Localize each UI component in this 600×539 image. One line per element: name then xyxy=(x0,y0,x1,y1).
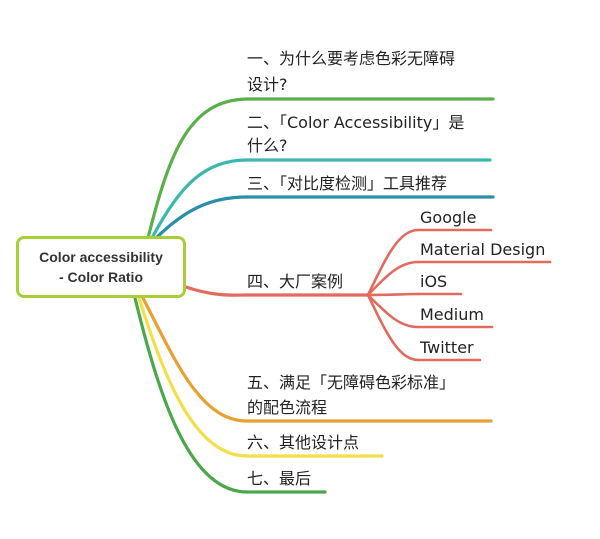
branch-connector-6 xyxy=(137,296,249,458)
sub-topic-material-design[interactable]: Material Design xyxy=(420,240,546,259)
central-topic-line-1: Color accessibility xyxy=(39,249,163,265)
sub-connector-twitter xyxy=(366,293,420,362)
branch-connector-2 xyxy=(150,158,249,240)
sub-connector-google xyxy=(366,228,420,297)
branch-connector-4 xyxy=(184,285,249,297)
sub-topic-ios[interactable]: iOS xyxy=(420,272,448,291)
branch-6-label[interactable]: 六、其他设计点 xyxy=(247,433,360,452)
branch-2-label-line-2[interactable]: 什么? xyxy=(247,136,288,155)
sub-topic-google[interactable]: Google xyxy=(420,208,477,227)
branch-2-label-line-1[interactable]: 二、「Color Accessibility」是 xyxy=(247,113,465,132)
branch-1-label-line-1[interactable]: 一、为什么要考虑色彩无障碍 xyxy=(247,49,456,68)
branch-5-label-line-1[interactable]: 五、满足「无障碍色彩标准」 xyxy=(247,373,456,392)
sub-topic-medium[interactable]: Medium xyxy=(420,305,484,324)
sub-connector-ios xyxy=(366,292,420,297)
branch-1-label-line-2[interactable]: 设计? xyxy=(247,75,288,94)
branch-connector-7 xyxy=(133,296,249,494)
branch-connector-3 xyxy=(154,195,249,240)
branch-connector-1 xyxy=(146,97,249,240)
sub-connector-medium xyxy=(366,293,420,329)
branch-7-label[interactable]: 七、最后 xyxy=(247,469,312,488)
branch-3-label[interactable]: 三、「对比度检测」工具推荐 xyxy=(247,174,448,193)
central-topic[interactable]: Color accessibility - Color Ratio xyxy=(16,236,186,298)
sub-connector-material-design xyxy=(366,260,420,297)
branch-4-label[interactable]: 四、大厂案例 xyxy=(247,272,344,291)
branch-connector-5 xyxy=(141,296,249,423)
central-topic-line-2: - Color Ratio xyxy=(59,269,143,285)
branch-5-label-line-2[interactable]: 的配色流程 xyxy=(247,398,328,417)
sub-topic-twitter[interactable]: Twitter xyxy=(420,338,474,357)
